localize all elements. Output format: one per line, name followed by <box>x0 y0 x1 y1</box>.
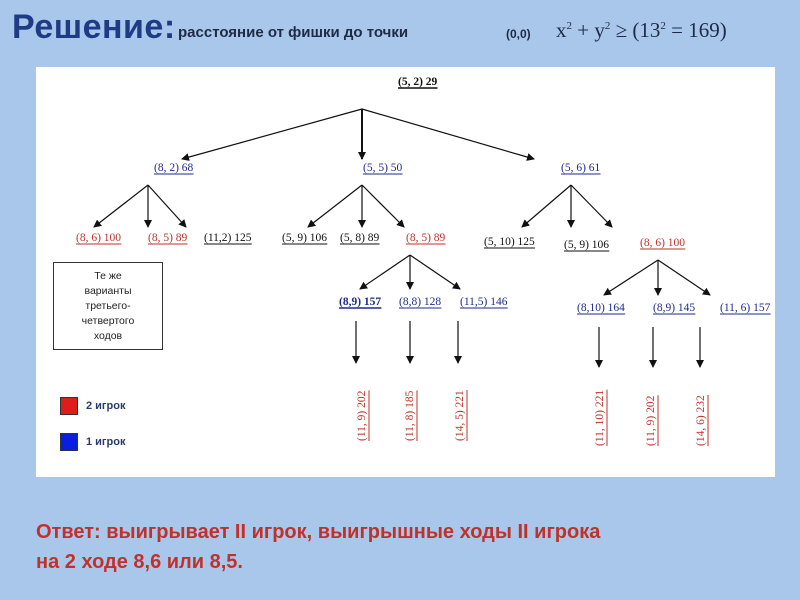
tree-leaf-l119a: (11, 9) 202 <box>356 390 370 441</box>
tree-leaf-l118: (11, 8) 185 <box>404 390 418 441</box>
tree-node-n116: (11, 6) 157 <box>720 302 771 314</box>
game-tree-diagram: (5, 2) 29 (8, 2) 68 (5, 5) 50 (5, 6) 61 (8, … <box>76 76 771 446</box>
tree-edge-arrow <box>361 108 535 161</box>
distance-formula: x2 + y2 ≥ (132 = 169) <box>556 18 727 43</box>
note-box: Те же варианты третьего- четвертого ходо… <box>53 262 163 350</box>
tree-leaf-l145: (14, 5) 221 <box>454 389 468 441</box>
formula-x: x <box>556 18 567 42</box>
tree-node-n89a: (8,9) 157 <box>339 296 381 308</box>
legend-swatch-red <box>60 397 78 415</box>
formula-plus-y: + y <box>572 18 605 42</box>
tree-leaf-label: (11, 8) 185 <box>404 390 416 441</box>
tree-node-n810: (8,10) 164 <box>577 302 625 314</box>
subtitle-text: расстояние от фишки до точки <box>178 24 409 41</box>
answer-text: Ответ: выигрывает II игрок, выигрышные х… <box>36 517 776 577</box>
tree-node-n89b: (8,9) 145 <box>653 302 695 314</box>
tree-node-n88: (8,8) 128 <box>399 296 441 308</box>
tree-edge-arrow <box>570 184 613 228</box>
tree-node-n86a: (8, 6) 100 <box>76 232 121 244</box>
tree-leaf-label: (14, 5) 221 <box>454 390 466 441</box>
tree-edges <box>93 108 711 368</box>
tree-node-n115: (11,5) 146 <box>460 296 508 308</box>
tree-leaf-l146: (14, 6) 232 <box>695 394 709 446</box>
legend-player1: 1 игрок <box>60 433 125 451</box>
tree-leaf-l119b: (11, 9) 202 <box>645 395 659 446</box>
tree-edge-arrow <box>657 259 711 296</box>
tree-nodes: (5, 2) 29 (8, 2) 68 (5, 5) 50 (5, 6) 61 (8, … <box>76 76 771 446</box>
formula-sup-x: 2 <box>566 20 573 32</box>
tree-node-n59b: (5, 9) 106 <box>564 239 609 251</box>
tree-edge-arrow <box>147 184 187 228</box>
note-text: Те же варианты третьего- четвертого ходо… <box>82 269 135 344</box>
tree-leaf-l1110: (11, 10) 221 <box>594 389 608 446</box>
tree-node-n58: (5, 8) 89 <box>340 232 380 244</box>
answer-line-1: Ответ: выигрывает II игрок, выигрышные х… <box>36 521 601 543</box>
note-line: Те же <box>94 269 122 282</box>
slide-title: Решение: <box>12 8 176 46</box>
tree-leaf-label: (11, 10) 221 <box>594 390 606 446</box>
tree-edge-arrow <box>181 108 363 161</box>
tree-node-n85a: (8, 5) 89 <box>148 232 188 244</box>
tree-node-n82: (8, 2) 68 <box>154 162 194 174</box>
tree-leaf-label: (11, 9) 202 <box>356 390 368 441</box>
tree-node-root: (5, 2) 29 <box>398 76 438 88</box>
legend-label-player2: 2 игрок <box>86 400 126 412</box>
tree-node-n112: (11,2) 125 <box>204 232 252 244</box>
subtitle-origin-point: (0,0) <box>506 27 531 41</box>
note-line: четвертого <box>81 314 135 327</box>
tree-leaf-label: (11, 9) 202 <box>645 395 657 446</box>
tree-edge-arrow <box>521 184 572 228</box>
tree-edge-arrow <box>409 254 461 290</box>
formula-sup-y: 2 <box>604 20 611 32</box>
tree-edge-arrow <box>359 254 411 290</box>
legend-label-player1: 1 игрок <box>86 436 126 448</box>
tree-edge-arrow <box>307 184 363 228</box>
tree-leaf-label: (14, 6) 232 <box>695 395 707 446</box>
tree-edge-arrow <box>361 184 405 228</box>
formula-end: = 169) <box>665 18 727 42</box>
tree-edge-arrow <box>603 259 659 296</box>
tree-node-n86b: (8, 6) 100 <box>640 237 685 249</box>
tree-node-n55: (5, 5) 50 <box>363 162 403 174</box>
tree-node-n510: (5, 10) 125 <box>484 236 535 248</box>
tree-node-n56: (5, 6) 61 <box>561 162 601 174</box>
note-line: ходов <box>93 329 123 342</box>
note-line: варианты <box>84 284 132 297</box>
note-line: третьего- <box>85 299 131 312</box>
formula-sup-13: 2 <box>660 20 666 32</box>
formula-threshold: ≥ (13 <box>610 18 661 42</box>
answer-line-2: на 2 ходе 8,6 или 8,5. <box>36 551 243 573</box>
tree-node-n59a: (5, 9) 106 <box>282 232 327 244</box>
tree-edge-arrow <box>93 184 149 228</box>
legend-player2: 2 игрок <box>60 397 125 415</box>
legend-swatch-blue <box>60 433 78 451</box>
tree-node-n85b: (8, 5) 89 <box>406 232 446 244</box>
